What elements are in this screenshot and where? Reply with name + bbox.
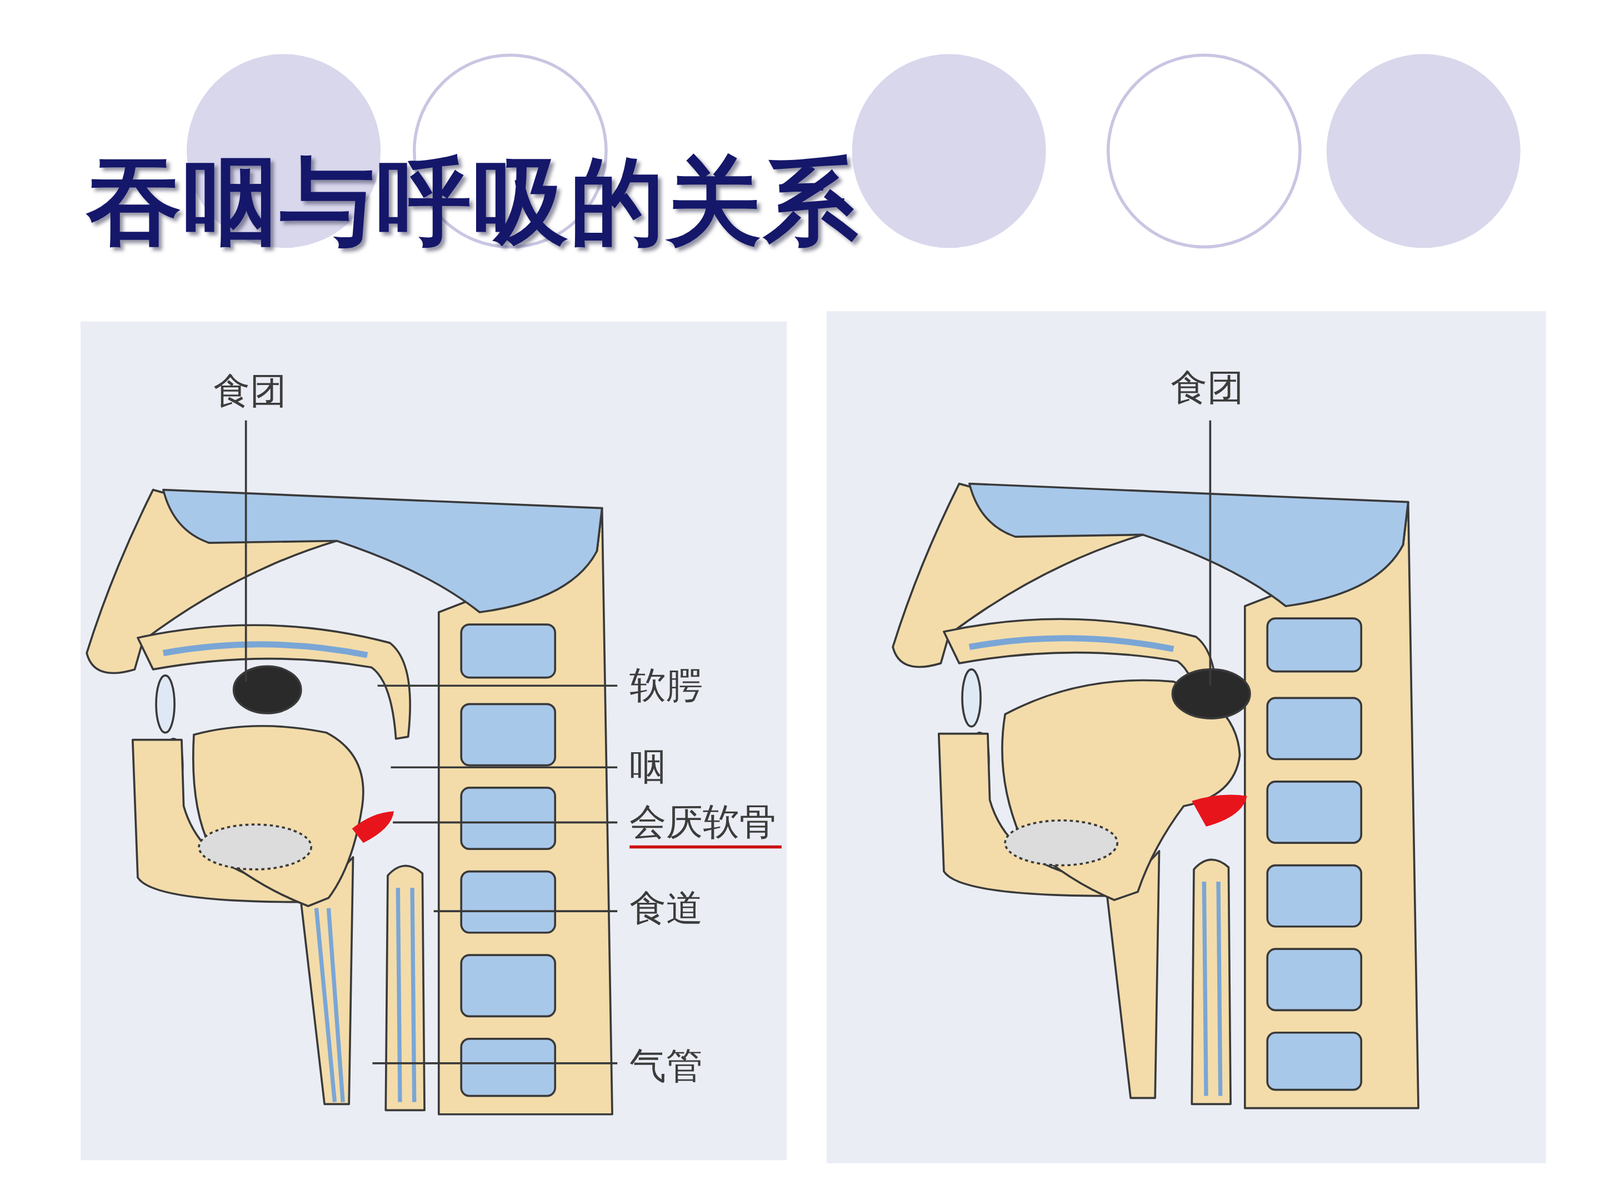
slide-title: 吞咽与呼吸的关系 — [86, 151, 860, 255]
trachea-rings — [316, 908, 343, 1103]
label-underline — [629, 845, 782, 849]
part-label: 食道 — [629, 887, 703, 930]
leader-line — [377, 684, 618, 687]
deco-circle — [1108, 55, 1300, 247]
leader-line — [1209, 420, 1212, 687]
epiglottis — [352, 811, 394, 843]
head-section-right — [892, 483, 1419, 1109]
deco-circle — [852, 53, 1047, 248]
epiglottis — [1191, 794, 1247, 827]
leader-line — [390, 766, 618, 769]
leader-line — [433, 910, 618, 913]
head-section-left — [86, 490, 613, 1115]
left-mouth-parts — [193, 666, 394, 1102]
panel-ground — [80, 321, 787, 1161]
part-label: 食团 — [1170, 366, 1244, 409]
hyoid-region — [1005, 820, 1118, 866]
part-label: 软腭 — [629, 664, 703, 707]
part-label: 食团 — [213, 370, 287, 413]
leader-line — [372, 1062, 618, 1065]
food-bolus — [233, 666, 302, 713]
leader-line — [245, 420, 248, 682]
leader-line — [392, 821, 618, 824]
leader-lines — [246, 420, 1211, 1064]
hyoid-region — [198, 824, 312, 870]
deco-circle — [1326, 53, 1521, 248]
part-label: 咽 — [629, 746, 667, 789]
part-label: 会厌软骨 — [629, 801, 777, 844]
panel-ground — [826, 311, 1547, 1164]
part-label: 气管 — [629, 1045, 703, 1088]
right-mouth-parts — [1002, 669, 1250, 900]
tongue — [193, 726, 364, 907]
